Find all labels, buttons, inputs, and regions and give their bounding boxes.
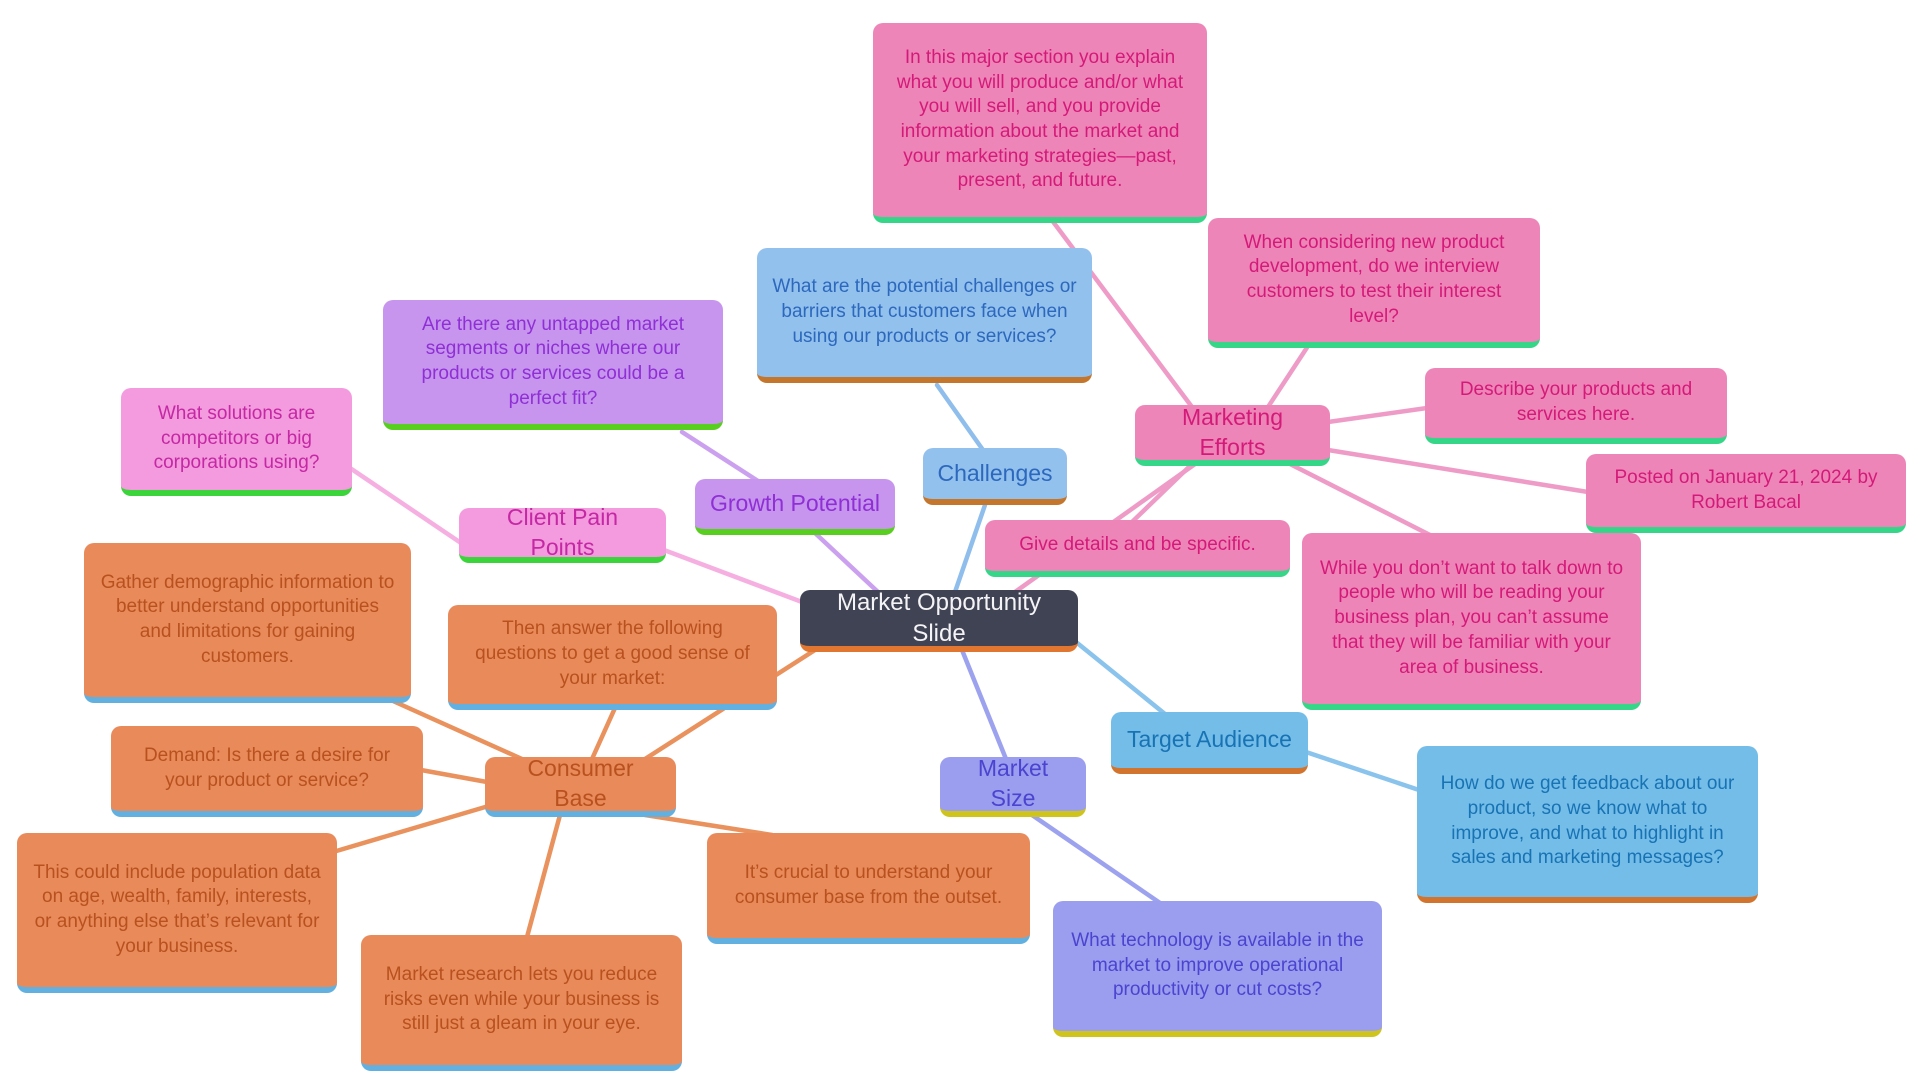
node-challenges[interactable]: Challenges xyxy=(923,448,1067,505)
edge-center-to-node-market-size xyxy=(959,647,1009,762)
note-feedback[interactable]: How do we get feedback about our product… xyxy=(1417,746,1758,903)
note-give-details[interactable]: Give details and be specific. xyxy=(985,520,1290,577)
edge-node-consumer-base-to-note-crucial xyxy=(642,812,775,838)
edge-node-marketing-efforts-to-note-posted-by xyxy=(1325,447,1591,495)
note-market-research[interactable]: Market research lets you reduce risks ev… xyxy=(361,935,682,1071)
edge-center-to-node-target-audience xyxy=(1073,639,1168,717)
edge-node-marketing-efforts-to-note-talk-down xyxy=(1287,461,1433,538)
note-major-section[interactable]: In this major section you explain what y… xyxy=(873,23,1207,223)
note-describe-products[interactable]: Describe your products and services here… xyxy=(1425,368,1727,444)
note-crucial[interactable]: It’s crucial to understand your consumer… xyxy=(707,833,1030,944)
note-gather-demographic[interactable]: Gather demographic information to better… xyxy=(84,543,411,703)
edge-node-consumer-base-to-note-market-research xyxy=(524,812,563,940)
edge-node-growth-potential-to-note-untapped-segments xyxy=(679,429,761,484)
edge-node-marketing-efforts-to-note-interview-customers xyxy=(1265,343,1311,410)
edge-node-marketing-efforts-to-note-describe-products xyxy=(1325,405,1430,425)
note-population-data[interactable]: This could include population data on ag… xyxy=(17,833,337,993)
edge-node-market-size-to-note-technology xyxy=(1029,812,1163,906)
node-growth-potential[interactable]: Growth Potential xyxy=(695,479,895,535)
note-technology[interactable]: What technology is available in the mark… xyxy=(1053,901,1382,1037)
edge-node-consumer-base-to-note-gather-demographic xyxy=(390,698,525,762)
edge-node-consumer-base-to-note-population-data xyxy=(330,802,495,855)
note-challenges-question[interactable]: What are the potential challenges or bar… xyxy=(757,248,1092,383)
note-competitor-solutions[interactable]: What solutions are competitors or big co… xyxy=(121,388,352,496)
edge-node-challenges-to-note-challenges-question xyxy=(934,382,986,453)
edge-node-target-audience-to-note-feedback xyxy=(1303,749,1422,793)
edge-node-marketing-efforts-to-note-give-details xyxy=(1129,461,1195,525)
node-marketing-efforts[interactable]: Marketing Efforts xyxy=(1135,404,1330,466)
note-interview-customers[interactable]: When considering new product development… xyxy=(1208,218,1540,348)
edge-node-consumer-base-to-note-demand xyxy=(418,767,490,785)
node-market-size[interactable]: Market Size xyxy=(940,755,1086,817)
edge-node-marketing-efforts-to-note-major-section xyxy=(1045,212,1195,410)
node-client-pain-points[interactable]: Client Pain Points xyxy=(459,504,666,563)
edge-node-consumer-base-to-note-then-answer xyxy=(589,705,618,762)
note-then-answer[interactable]: Then answer the following questions to g… xyxy=(448,605,777,710)
note-posted-by[interactable]: Posted on January 21, 2024 by Robert Bac… xyxy=(1586,454,1906,533)
note-demand[interactable]: Demand: Is there a desire for your produ… xyxy=(111,726,423,817)
edge-center-to-node-client-pain-points xyxy=(661,547,805,605)
node-target-audience[interactable]: Target Audience xyxy=(1111,712,1308,774)
edge-center-to-node-challenges xyxy=(952,502,988,595)
center-node-market-opportunity-slide[interactable]: Market Opportunity Slide xyxy=(800,589,1078,652)
edge-center-to-node-growth-potential xyxy=(812,530,881,595)
node-consumer-base[interactable]: Consumer Base xyxy=(485,755,676,817)
edge-node-client-pain-points-to-note-competitor-solutions xyxy=(347,465,464,546)
note-untapped-segments[interactable]: Are there any untapped market segments o… xyxy=(383,300,723,430)
note-talk-down[interactable]: While you don’t want to talk down to peo… xyxy=(1302,533,1641,710)
